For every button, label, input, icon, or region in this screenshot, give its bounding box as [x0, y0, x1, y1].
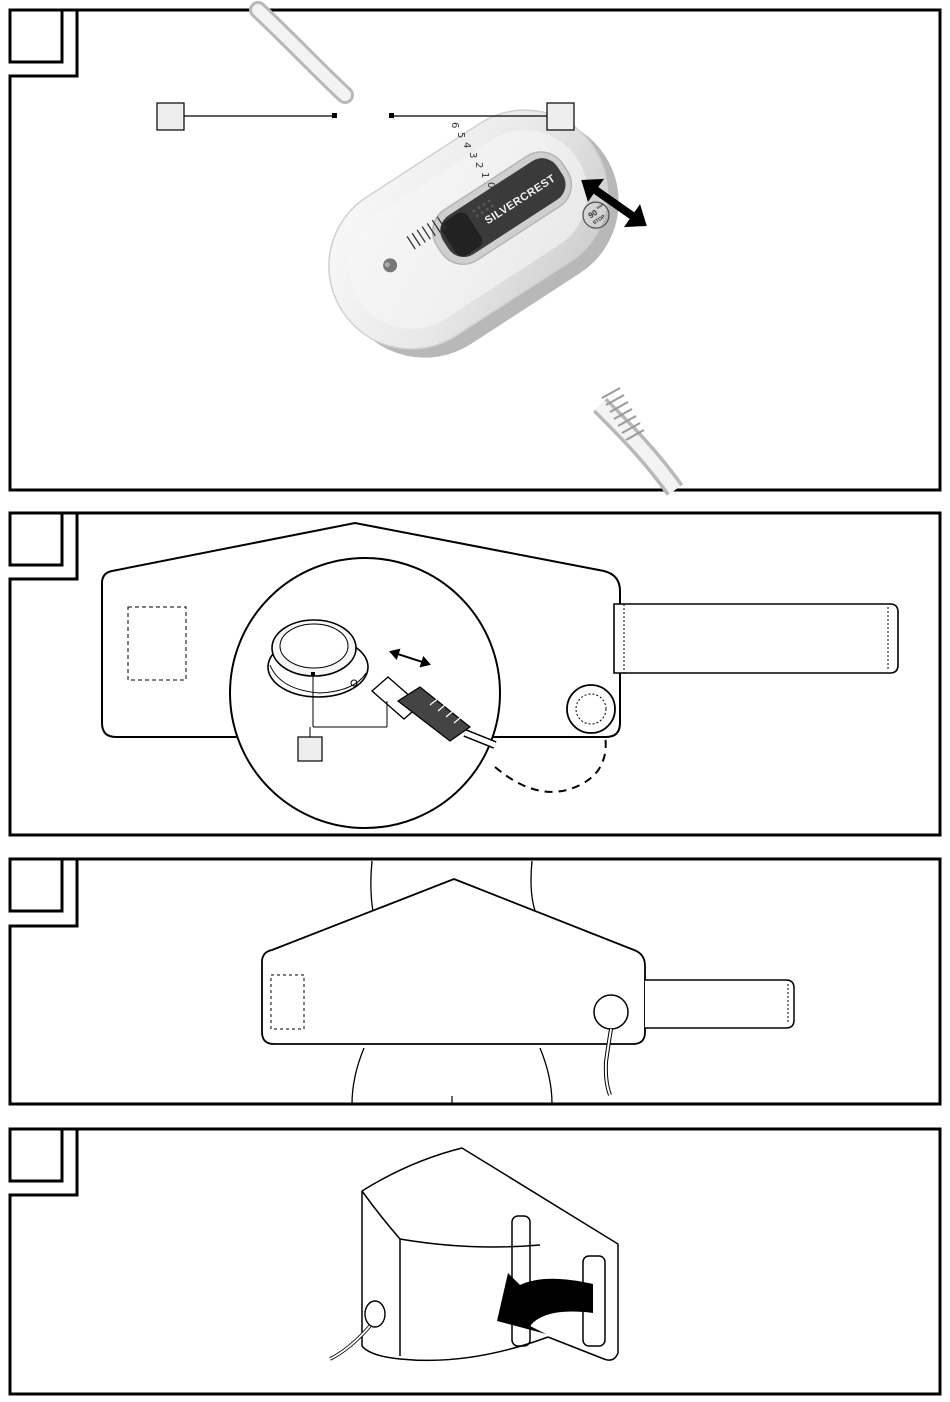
- hand-control: SILVERCREST 90 min STOP: [297, 76, 651, 393]
- wrapped-pad: [362, 1148, 618, 1360]
- pad-socket: [594, 995, 628, 1029]
- scale-0: 0: [485, 182, 496, 188]
- pad-socket: [567, 685, 615, 733]
- scale-2: 2: [473, 162, 484, 168]
- fastening-strap: [614, 604, 898, 673]
- figure-1-panel: SILVERCREST 90 min STOP: [0, 0, 950, 500]
- callout-box: [298, 737, 322, 761]
- scale-1: 1: [479, 172, 490, 178]
- figure-3-panel: [0, 852, 950, 1114]
- heating-pad: [262, 879, 645, 1044]
- figure-number-box: [10, 859, 62, 911]
- figure-2-panel: [0, 505, 950, 845]
- figure-number-box: [10, 10, 62, 62]
- callout-box-left: [157, 103, 184, 130]
- scale-6: 6: [449, 122, 460, 128]
- pad-socket: [365, 1301, 385, 1327]
- detail-magnifier: [230, 558, 500, 828]
- scale-3: 3: [467, 152, 478, 158]
- scale-5: 5: [455, 132, 466, 138]
- callout-box-right: [547, 103, 574, 130]
- figure-4-panel: [0, 1121, 950, 1402]
- figure-number-box: [10, 513, 62, 565]
- figure-number-box: [10, 1129, 62, 1181]
- scale-4: 4: [461, 142, 472, 148]
- fastening-strap: [645, 980, 794, 1028]
